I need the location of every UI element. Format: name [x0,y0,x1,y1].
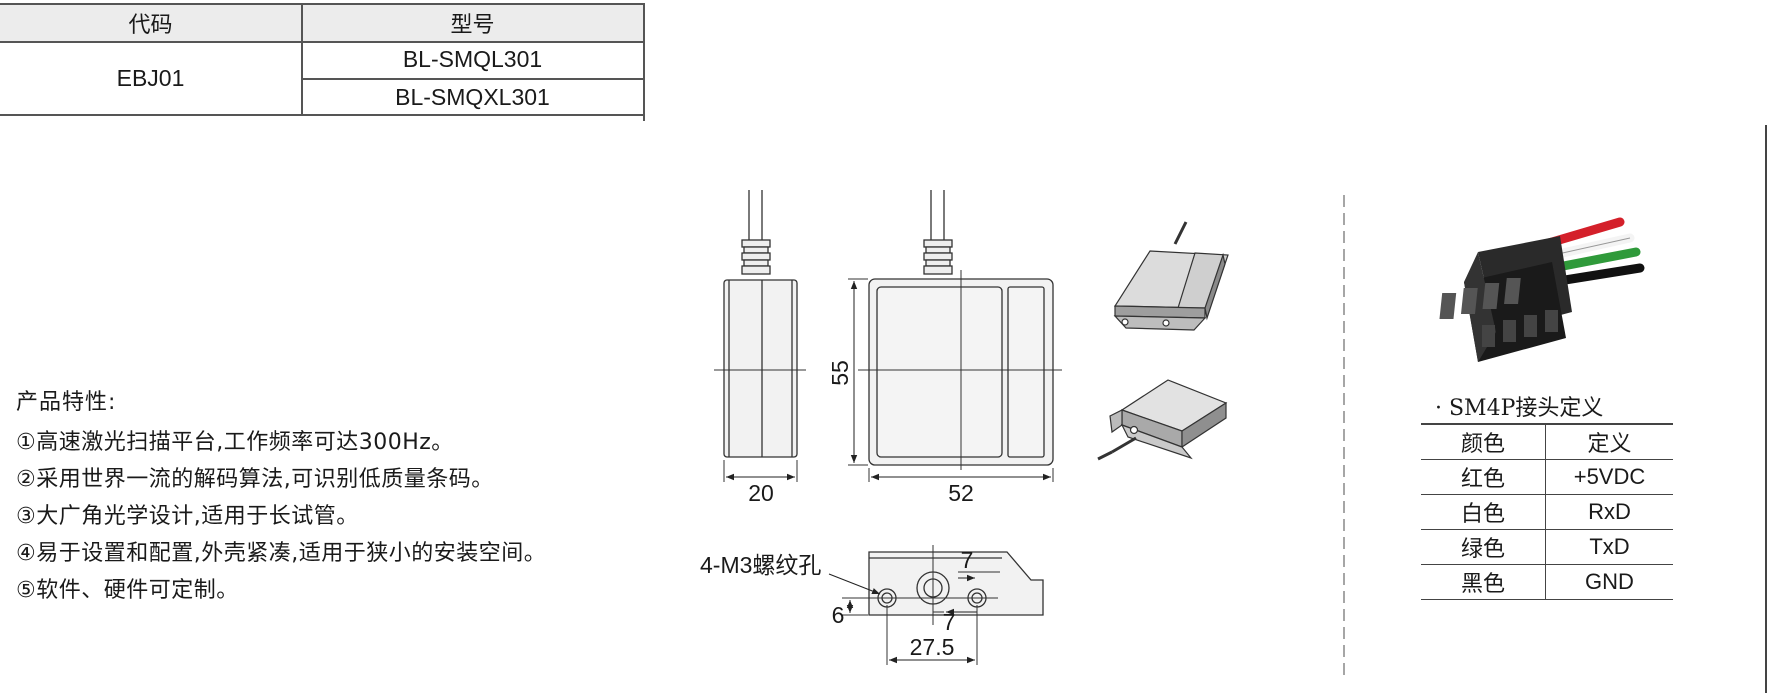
dim-label: 20 [748,480,774,506]
model-table: 代码 型号 EBJ01 BL-SMQL301 BL-SMQXL301 [0,3,645,121]
code-cell: EBJ01 [116,64,185,91]
feature-item: ④易于设置和配置,外壳紧凑,适用于狭小的安装空间。 [16,541,547,566]
dim-hole-pitch: 27.5 [886,605,978,665]
features-title: 产品特性: [16,390,117,415]
sm4p-title: · SM4P接头定义 [1435,396,1604,421]
feature-item: ③大广角光学设计,适用于长试管。 [16,504,359,529]
feature-item: ②采用世界一流的解码算法,可识别低质量条码。 [16,467,494,492]
model-cell: BL-SMQXL301 [395,84,550,110]
mount-hole-label: 4-M3螺纹孔 [700,552,821,578]
dim-side-width: 20 [723,460,798,506]
wire-definition: GND [1585,569,1634,594]
dim-label: 55 [827,360,853,386]
dim-hole-spacing: 7 7 [933,547,1000,635]
wire-definition: +5VDC [1573,464,1646,489]
feature-item: ①高速激光扫描平台,工作频率可达300Hz。 [16,430,454,455]
table-rule [302,78,644,80]
feature-item: ⑤软件、硬件可定制。 [16,578,239,603]
wire-definition: TxD [1589,534,1630,559]
dim-height: 55 [827,278,868,466]
wire-color: 红色 [1421,460,1546,494]
table-rule [643,3,645,121]
wire-definition: RxD [1588,499,1631,524]
dim-label: 7 [961,547,974,573]
model-cell: BL-SMQL301 [402,46,543,72]
dim-label: 52 [948,480,974,506]
sm4p-table: 颜色 定义 红色 +5VDC 白色 RxD 绿色 TxD 黑色 GND [1421,423,1673,600]
perspective-view-2 [1097,379,1228,461]
header-code: 代码 [0,5,301,41]
table-rule [0,114,644,116]
mount-hole-callout: 4-M3螺纹孔 [700,552,881,595]
dim-label: 6 [832,602,845,628]
dim-front-width: 52 [868,468,1054,506]
header-definition: 定义 [1587,432,1632,457]
header-color: 颜色 [1421,425,1546,459]
front-view [858,190,1062,470]
table-row: 红色 +5VDC [1421,460,1673,495]
dim-hole-offset: 6 [832,597,878,628]
wire-color: 黑色 [1421,565,1546,599]
features-list: 产品特性: ①高速激光扫描平台,工作频率可达300Hz。 ②采用世界一流的解码算… [16,384,546,609]
wire-color: 绿色 [1421,530,1546,564]
perspective-view-1 [1113,221,1229,331]
header-model: 型号 [302,5,643,41]
table-rule [0,3,644,5]
bottom-view [868,545,1044,625]
side-view [714,190,806,458]
dim-label: 7 [943,609,956,635]
page-edge-rule [1765,125,1767,693]
sm4p-connector-image [1439,217,1645,362]
table-rule [0,41,644,43]
dim-label: 27.5 [910,634,955,660]
table-row: 绿色 TxD [1421,530,1673,565]
table-row: 白色 RxD [1421,495,1673,530]
wire-color: 白色 [1421,495,1546,529]
sm4p-header-row: 颜色 定义 [1421,423,1673,460]
table-row: 黑色 GND [1421,565,1673,600]
table-rule [301,5,303,115]
